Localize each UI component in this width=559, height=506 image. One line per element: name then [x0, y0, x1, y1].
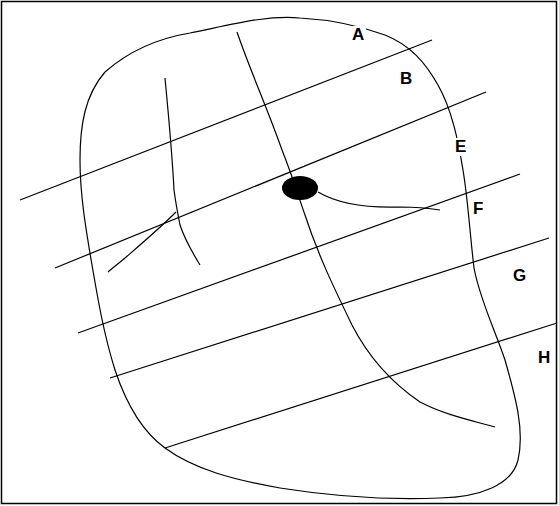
- grid-line: [78, 174, 520, 333]
- zone-letter: B: [398, 70, 414, 88]
- coastline: [80, 17, 520, 498]
- zone-letter: H: [536, 349, 552, 367]
- zone-letter: F: [471, 200, 485, 218]
- grid-line: [165, 323, 557, 448]
- zone-letter: E: [453, 138, 468, 156]
- grid-line: [20, 40, 432, 200]
- grid-line: [110, 238, 549, 378]
- river: [318, 192, 440, 210]
- town-dot: [282, 176, 318, 200]
- river: [165, 78, 200, 265]
- grid-line: [55, 92, 486, 268]
- zone-letter: A: [350, 26, 366, 44]
- zone-letter: G: [511, 267, 528, 285]
